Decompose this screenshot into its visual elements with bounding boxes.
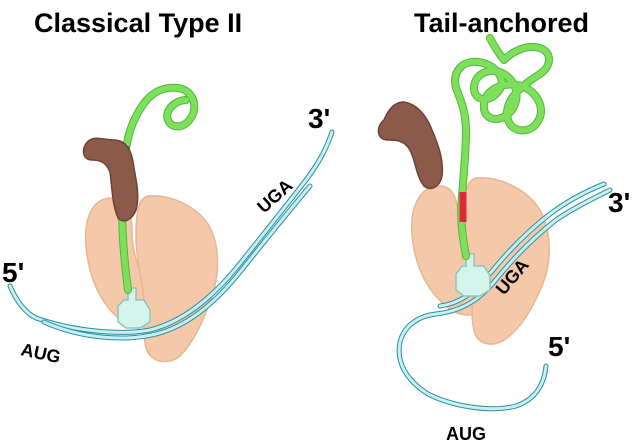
panel-classical-type-ii: Classical Type II 3' 5' AUG UGA xyxy=(2,8,335,367)
trna-left xyxy=(117,287,151,329)
mrna-strand-left-2-highlight xyxy=(42,184,312,340)
start-codon-right: AUG xyxy=(446,424,486,443)
trna-right xyxy=(455,253,491,297)
chain-right xyxy=(452,35,552,259)
ribosome-large-subunit-right xyxy=(463,177,550,345)
panel-tail-anchored: Tail-anchored 3' 5' AUG UGA xyxy=(377,8,630,443)
mrna-left xyxy=(7,129,335,341)
panel-title-classical: Classical Type II xyxy=(34,8,242,38)
start-codon-left: AUG xyxy=(19,339,62,367)
end-5prime-left: 5' xyxy=(2,257,24,288)
mrna-strand-left-highlight xyxy=(8,130,334,334)
ribosome-large-subunit-left xyxy=(135,195,219,363)
ribosome-right xyxy=(410,177,550,345)
nascent-chain-right xyxy=(451,34,553,260)
end-5prime-right: 5' xyxy=(548,331,570,362)
end-3prime-left: 3' xyxy=(308,103,330,134)
mrna-strand-right-highlight xyxy=(397,188,612,411)
end-3prime-right: 3' xyxy=(608,187,630,218)
targeting-factor-right xyxy=(377,101,444,190)
targeting-factor-left xyxy=(82,137,139,222)
panel-title-tail-anchored: Tail-anchored xyxy=(414,8,589,38)
